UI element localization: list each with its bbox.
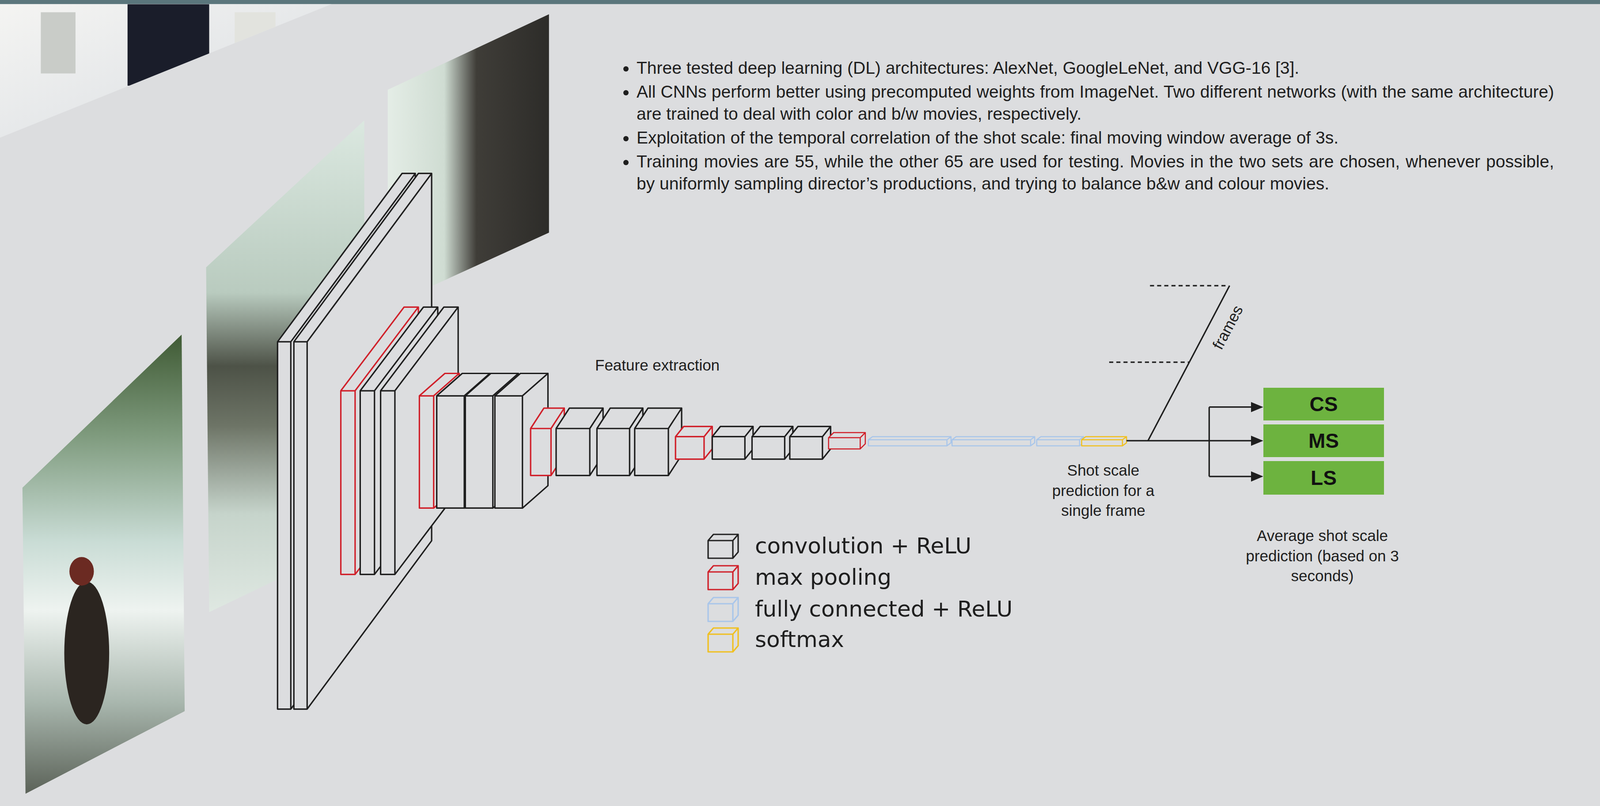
- legend-label: fully connected + ReLU: [754, 596, 1013, 622]
- legend-swatch: [705, 624, 741, 655]
- legend-swatch: [705, 594, 741, 625]
- bullet-note: Training movies are 55, while the other …: [636, 150, 1555, 195]
- bullet-note: All CNNs perform better using precompute…: [636, 80, 1555, 126]
- class-label: MS: [1308, 428, 1339, 453]
- legend-label: softmax: [754, 626, 845, 653]
- class-box: MS: [1263, 424, 1384, 458]
- bullet-note: Exploitation of the temporal correlation…: [636, 126, 1555, 149]
- class-label: LS: [1310, 466, 1337, 490]
- bullet-list: Three tested deep learning (DL) architec…: [616, 56, 1555, 197]
- legend-label: max pooling: [754, 564, 892, 591]
- bullet-note: Three tested deep learning (DL) architec…: [636, 56, 1555, 80]
- class-box: LS: [1263, 461, 1384, 495]
- legend-label: convolution + ReLU: [754, 533, 972, 559]
- legend-swatch: [705, 530, 741, 562]
- legend-swatch: [705, 562, 741, 593]
- annotation: Feature extraction: [595, 355, 720, 376]
- annotation: Shot scale prediction for a single frame: [1038, 460, 1168, 521]
- class-label: CS: [1309, 392, 1339, 417]
- axis-label: frames: [1207, 301, 1248, 353]
- class-box: CS: [1263, 387, 1384, 421]
- annotation: Average shot scale prediction (based on …: [1244, 525, 1400, 587]
